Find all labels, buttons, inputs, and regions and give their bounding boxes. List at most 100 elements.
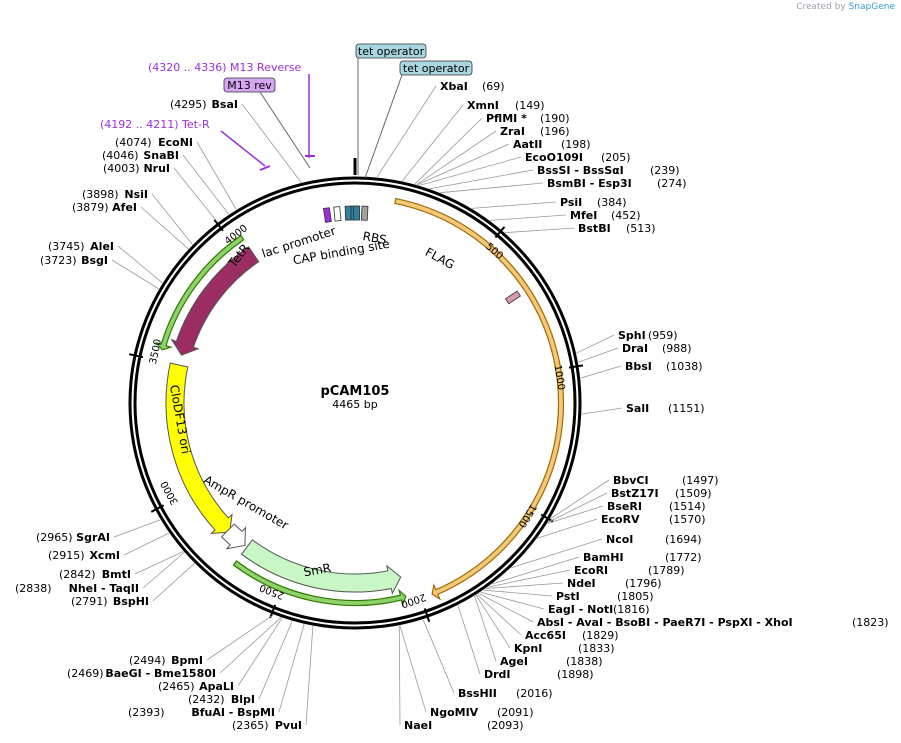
site-leader xyxy=(578,347,619,363)
site-name: BsaI xyxy=(212,98,238,111)
site-name: DraI xyxy=(622,342,648,355)
site-name: SalI xyxy=(626,402,649,415)
site-position: (205) xyxy=(601,151,631,164)
site-position: (2365) xyxy=(232,719,269,732)
feature-tetr xyxy=(170,246,260,356)
site-name: BstZ17I xyxy=(611,487,659,500)
tick-label: 3000 xyxy=(159,479,181,507)
plasmid-name: pCAM105 xyxy=(321,384,390,399)
site-leader xyxy=(113,519,161,538)
site-leader xyxy=(483,589,553,597)
tick-mark xyxy=(213,219,224,232)
tick-mark xyxy=(129,353,144,359)
site-name: BsgI xyxy=(81,254,108,267)
primer-mark xyxy=(259,165,271,171)
site-name: EcoRV xyxy=(601,513,640,526)
site-name: EcoRI xyxy=(574,564,608,577)
site-leader xyxy=(401,104,464,182)
site-leader xyxy=(117,245,163,284)
site-position: (2393) xyxy=(128,706,165,719)
feature-tet-operator xyxy=(353,205,361,221)
feature-label: FLAG xyxy=(423,245,457,272)
tick-label: 1500 xyxy=(516,502,539,529)
feature-flag xyxy=(504,290,521,305)
site-position: (3879) xyxy=(72,201,109,214)
site-position: (1805) xyxy=(617,590,654,603)
site-name: SgrAI xyxy=(76,531,110,544)
feature-tag-box xyxy=(223,77,276,93)
site-leader xyxy=(305,626,314,726)
site-leader xyxy=(417,143,510,186)
site-leader xyxy=(206,614,274,661)
site-name: PsiI xyxy=(560,196,582,209)
site-position: (1151) xyxy=(668,402,705,415)
feature-tag-label: tet operator xyxy=(358,45,425,58)
site-position: (3745) xyxy=(48,240,85,253)
site-leader xyxy=(474,595,497,662)
primer-label: (4192 .. 4211) Tet-R xyxy=(100,118,210,131)
site-name: EcoO109I xyxy=(525,151,583,164)
site-name: BaeGI - Bme1580I xyxy=(105,667,216,680)
site-leader xyxy=(173,167,218,223)
site-name: BbsI xyxy=(625,360,652,373)
green-arc-bottom xyxy=(232,560,407,608)
site-leader xyxy=(457,605,481,675)
site-position: (1823) xyxy=(852,616,889,629)
inner-ring xyxy=(133,181,577,625)
tag-leader xyxy=(259,91,311,169)
tick-mark xyxy=(494,226,506,239)
site-position: (1838) xyxy=(566,655,603,668)
site-leader xyxy=(491,556,580,585)
tick-label: 3500 xyxy=(148,338,164,365)
site-leader xyxy=(475,594,511,649)
site-position: (2915) xyxy=(48,549,85,562)
green-arc-top xyxy=(154,234,245,351)
site-leader xyxy=(416,130,497,185)
site-leader xyxy=(151,193,193,245)
site-name: PstI xyxy=(556,590,580,603)
site-position: (988) xyxy=(662,342,692,355)
credit-label: Created by SnapGene xyxy=(796,2,895,12)
site-name: ApaLI xyxy=(199,680,234,693)
tick-mark xyxy=(150,504,165,513)
site-leader xyxy=(376,85,437,178)
site-name: SnaBI xyxy=(143,149,179,162)
site-position: (1829) xyxy=(582,629,619,642)
site-leader xyxy=(489,214,567,221)
site-leader xyxy=(440,182,544,194)
site-name: AfeI xyxy=(112,201,137,214)
site-leader xyxy=(399,625,427,713)
site-position: (452) xyxy=(611,209,641,222)
site-position: (1509) xyxy=(675,487,712,500)
site-leader xyxy=(237,617,283,687)
site-name: NcoI xyxy=(606,533,633,546)
feature-lac-promoter xyxy=(322,207,332,223)
site-position: (239) xyxy=(650,164,680,177)
site-leader xyxy=(278,624,305,713)
feature-tag-label: M13 rev xyxy=(227,79,272,92)
site-name: AatII xyxy=(513,138,542,151)
site-leader xyxy=(581,407,623,415)
primer-leader xyxy=(220,130,266,167)
site-name: ZraI xyxy=(500,125,525,138)
feature-label: SmR xyxy=(302,561,332,580)
feature-label: RBS xyxy=(362,229,388,247)
site-name: MfeI xyxy=(570,209,597,222)
plasmid-size: 4465 bp xyxy=(332,398,377,411)
site-position: (1816) xyxy=(613,603,650,616)
site-leader xyxy=(549,479,610,520)
snapgene-brand: SnapGene xyxy=(848,2,895,12)
feature-tet-operator xyxy=(344,205,352,221)
site-name: BssSI - BssSαI xyxy=(537,164,624,177)
site-leader xyxy=(398,625,401,726)
site-position: (2016) xyxy=(516,687,553,700)
site-position: (1497) xyxy=(682,474,719,487)
site-position: (3723) xyxy=(40,254,77,267)
restriction-sites: XbaI(69)XmnI(149)PflMI *(190)ZraI(196)Aa… xyxy=(15,80,889,732)
site-position: (3898) xyxy=(82,188,119,201)
site-leader xyxy=(258,620,293,700)
site-leader xyxy=(487,569,571,588)
site-position: (1694) xyxy=(665,533,702,546)
site-position: (4295) xyxy=(170,98,207,111)
